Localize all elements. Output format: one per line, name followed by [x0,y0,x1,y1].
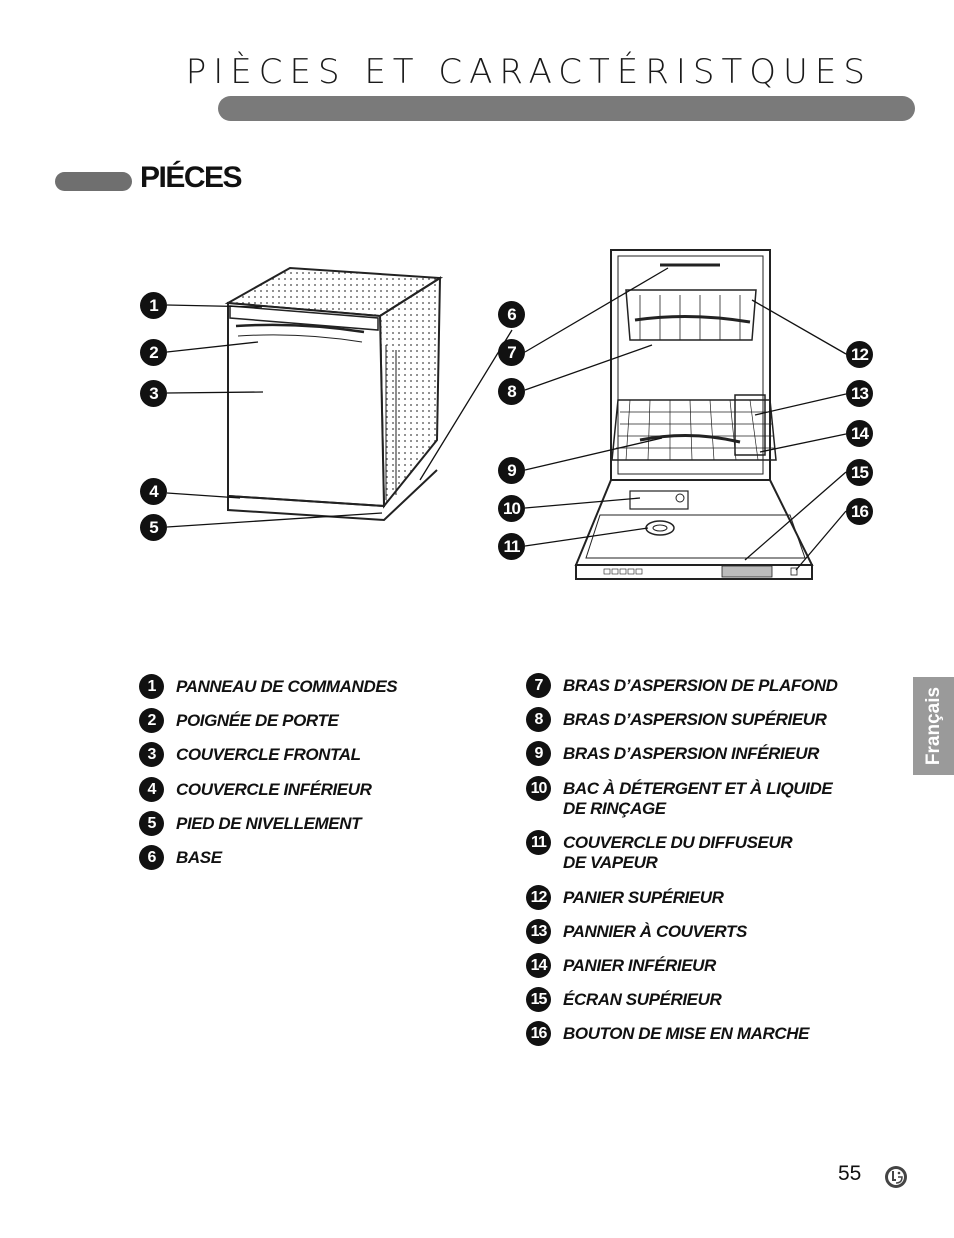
legend-label: POIGNÉE DE PORTE [176,711,339,730]
legend-number: 1 [139,674,164,699]
callout-16: 16 [846,498,873,525]
legend-item: 12 PANIER SUPÉRIEUR [526,885,724,910]
legend-label: COUVERCLE INFÉRIEUR [176,780,372,799]
legend-number: 7 [526,673,551,698]
legend-item: 9 BRAS D’ASPERSION INFÉRIEUR [526,741,819,766]
legend-number: 2 [139,708,164,733]
callout-10: 10 [498,495,525,522]
legend-number: 9 [526,741,551,766]
section-title: PIÉCES [140,161,243,194]
section-pill [55,172,132,191]
callout-7: 7 [498,339,525,366]
callout-4: 4 [140,478,167,505]
legend-label: PANNIER À COUVERTS [563,922,747,941]
callout-1: 1 [140,292,167,319]
callout-13: 13 [846,380,873,407]
legend-label: PANIER INFÉRIEUR [563,956,716,975]
legend-item: 8 BRAS D’ASPERSION SUPÉRIEUR [526,707,827,732]
language-tab: Français [913,677,954,775]
legend-label: PANIER SUPÉRIEUR [563,888,724,907]
legend-number: 13 [526,919,551,944]
dishwasher-illustration [166,249,847,580]
callout-9: 9 [498,457,525,484]
legend-number: 16 [526,1021,551,1046]
legend-number: 12 [526,885,551,910]
title-bar [218,96,915,121]
callout-11: 11 [498,533,525,560]
legend-item: 14 PANIER INFÉRIEUR [526,953,716,978]
legend-label: COUVERCLE DU DIFFUSEUR DE VAPEUR [563,833,793,872]
legend-item: 15 ÉCRAN SUPÉRIEUR [526,987,722,1012]
page-title: PIÈCES ET CARACTÉRISTQUES [185,52,872,92]
legend-label: BRAS D’ASPERSION INFÉRIEUR [563,744,819,763]
callout-8: 8 [498,378,525,405]
legend-item: 13 PANNIER À COUVERTS [526,919,747,944]
callout-6: 6 [498,301,525,328]
legend-item: 5 PIED DE NIVELLEMENT [139,811,361,836]
legend-item: 3 COUVERCLE FRONTAL [139,742,361,767]
callout-15: 15 [846,459,873,486]
legend-item: 6 BASE [139,845,222,870]
legend-number: 5 [139,811,164,836]
callout-2: 2 [140,339,167,366]
legend-label: ÉCRAN SUPÉRIEUR [563,990,722,1009]
callout-leader-lines [166,267,847,571]
open-dishwasher-drawing [574,249,814,580]
legend-number: 3 [139,742,164,767]
legend-label: BOUTON DE MISE EN MARCHE [563,1024,810,1043]
callout-5: 5 [140,514,167,541]
legend-label: PANNEAU DE COMMANDES [176,677,398,696]
legend-item: 4 COUVERCLE INFÉRIEUR [139,777,372,802]
legend-item: 11 COUVERCLE DU DIFFUSEUR DE VAPEUR [526,830,793,873]
legend-item: 16 BOUTON DE MISE EN MARCHE [526,1021,809,1046]
legend-number: 6 [139,845,164,870]
legend-label: PIED DE NIVELLEMENT [176,814,362,833]
callout-14: 14 [846,420,873,447]
legend-number: 4 [139,777,164,802]
legend-label: BASE [176,848,222,867]
legend-label: BRAS D’ASPERSION SUPÉRIEUR [563,710,827,729]
legend-item: 7 BRAS D’ASPERSION DE PLAFOND [526,673,838,698]
legend-number: 14 [526,953,551,978]
legend-item: 10 BAC À DÉTERGENT ET À LIQUIDE DE RINÇA… [526,776,833,819]
legend-number: 11 [526,830,551,855]
legend-item: 1 PANNEAU DE COMMANDES [139,674,398,699]
legend-label: BRAS D’ASPERSION DE PLAFOND [563,676,838,695]
lg-logo-icon [885,1166,907,1188]
legend-number: 10 [526,776,551,801]
legend-label: COUVERCLE FRONTAL [176,745,361,764]
legend-number: 8 [526,707,551,732]
callout-12: 12 [846,341,873,368]
language-tab-label: Français [922,686,944,766]
legend-number: 15 [526,987,551,1012]
legend-label: BAC À DÉTERGENT ET À LIQUIDE DE RINÇAGE [563,779,833,818]
page-number: 55 [838,1162,862,1185]
callout-3: 3 [140,380,167,407]
legend-item: 2 POIGNÉE DE PORTE [139,708,339,733]
closed-dishwasher-drawing [224,266,444,522]
